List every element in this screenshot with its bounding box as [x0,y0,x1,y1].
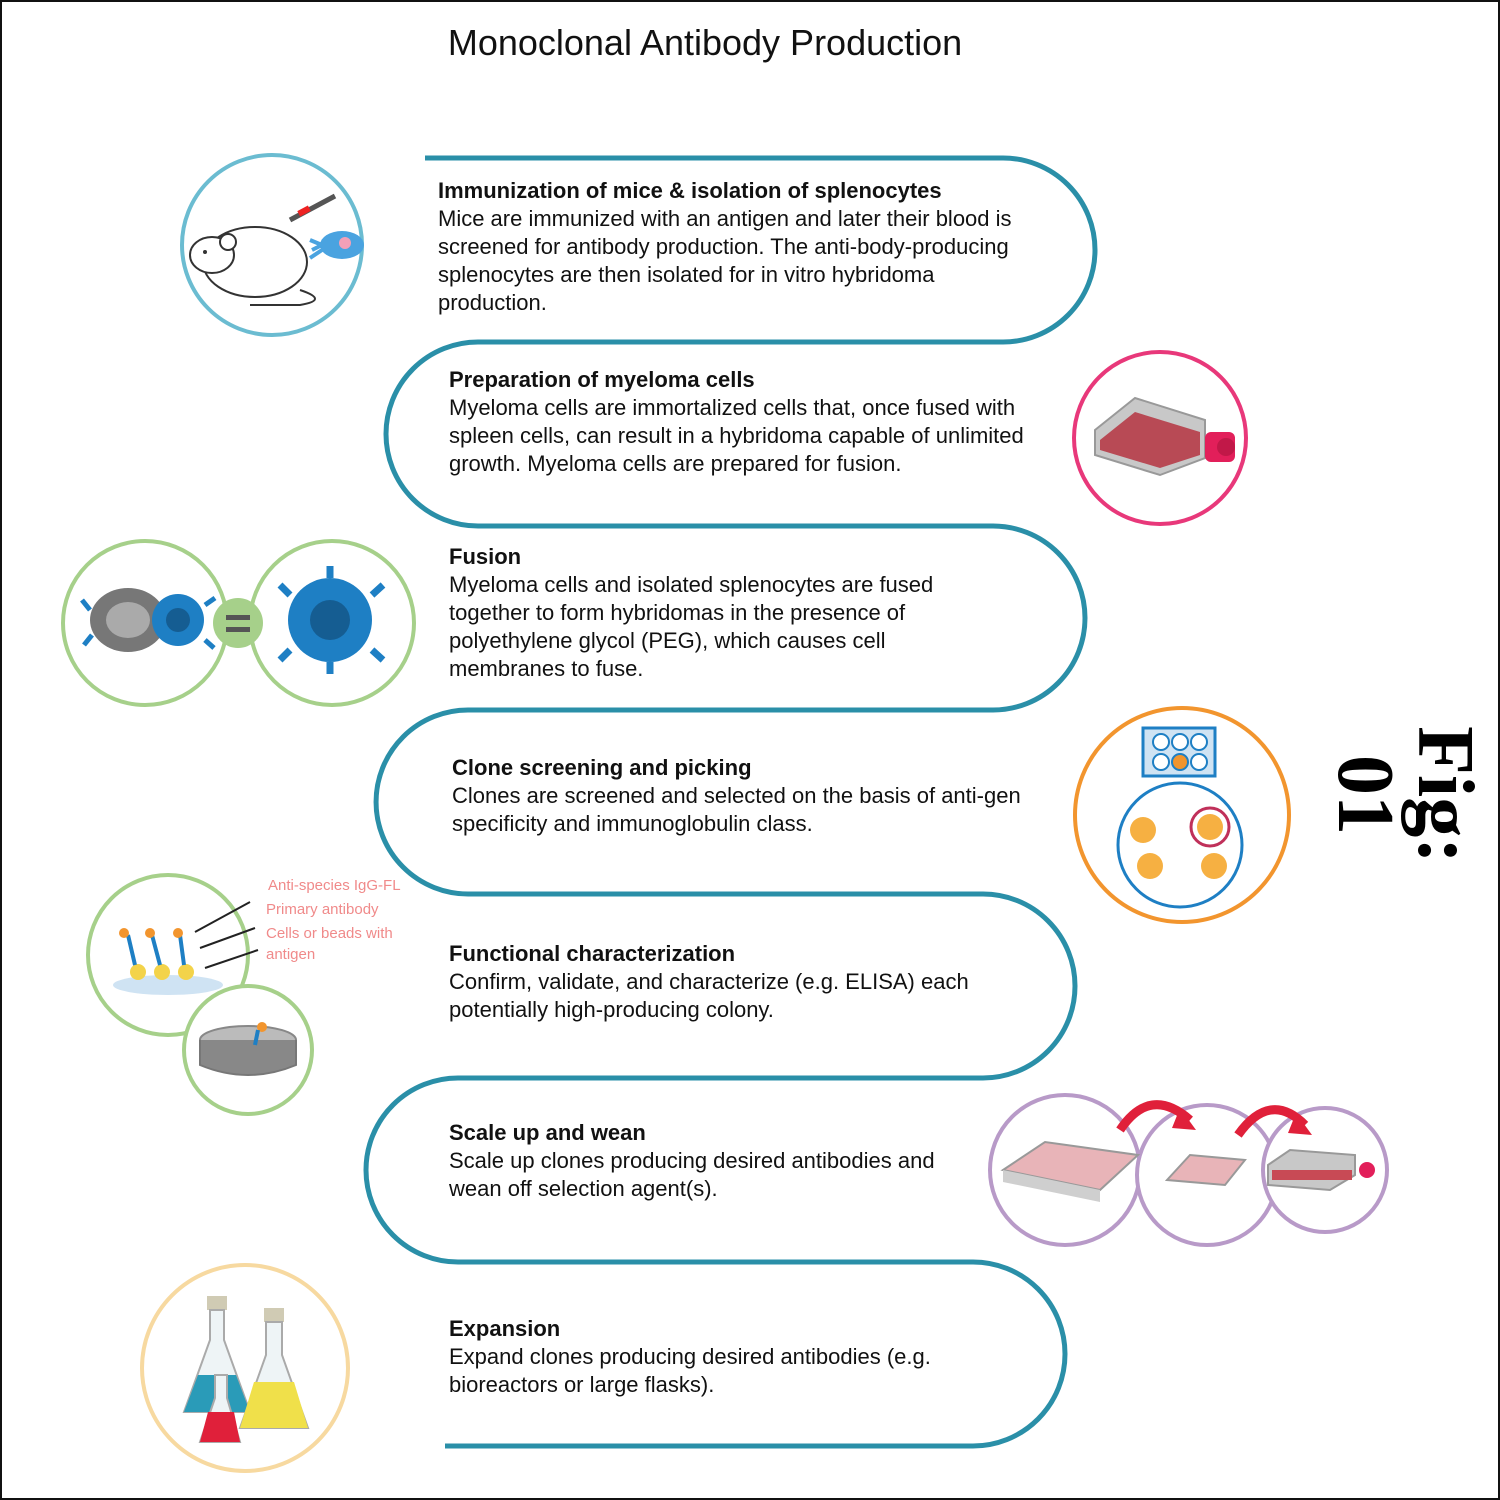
step-immunization: Immunization of mice & isolation of sple… [438,177,1038,317]
step-description: Myeloma cells are immortalized cells tha… [449,395,1024,476]
step-functional-characterization: Functional characterization Confirm, val… [449,940,969,1024]
step-scale-up-wean: Scale up and wean Scale up clones produc… [449,1119,989,1203]
step-title: Immunization of mice & isolation of sple… [438,178,942,203]
step-fusion: Fusion Myeloma cells and isolated spleno… [449,543,984,683]
step-title: Scale up and wean [449,1120,646,1145]
step-description: Expand clones producing desired antibodi… [449,1344,931,1397]
step-clone-screening: Clone screening and picking Clones are s… [452,754,1032,838]
elisa-label-antigen: antigen [266,946,316,963]
step-description: Myeloma cells and isolated splenocytes a… [449,572,934,681]
cell-fusion-icon [61,539,416,707]
step-title: Preparation of myeloma cells [449,367,755,392]
elisa-characterization-icon [86,873,314,1116]
culture-flask-icon [1072,350,1248,526]
flow-path [363,155,1098,1449]
step-myeloma-preparation: Preparation of myeloma cells Myeloma cel… [449,366,1049,478]
scale-up-plates-icon [988,1093,1389,1247]
step-description: Scale up clones producing desired antibo… [449,1148,935,1201]
expansion-flasks-icon [140,1263,350,1473]
step-description: Clones are screened and selected on the … [452,783,1021,836]
step-description: Confirm, validate, and characterize (e.g… [449,969,969,1022]
step-title: Expansion [449,1316,561,1341]
step-title: Fusion [449,544,522,569]
elisa-label-anti-species: Anti-species IgG-FL [268,877,401,894]
elisa-label-cells-beads: Cells or beads with [266,925,393,942]
elisa-label-primary-antibody: Primary antibody [266,901,379,918]
step-description: Mice are immunized with an antigen and l… [438,206,1012,315]
figure-label: Fig: 01 [1321,726,1489,864]
step-title: Functional characterization [449,941,736,966]
step-expansion: Expansion Expand clones producing desire… [449,1315,989,1399]
clone-screening-icon [1073,706,1291,924]
mouse-syringe-icon [180,153,364,337]
step-title: Clone screening and picking [452,755,752,780]
diagram-title: Monoclonal Antibody Production [447,22,963,63]
